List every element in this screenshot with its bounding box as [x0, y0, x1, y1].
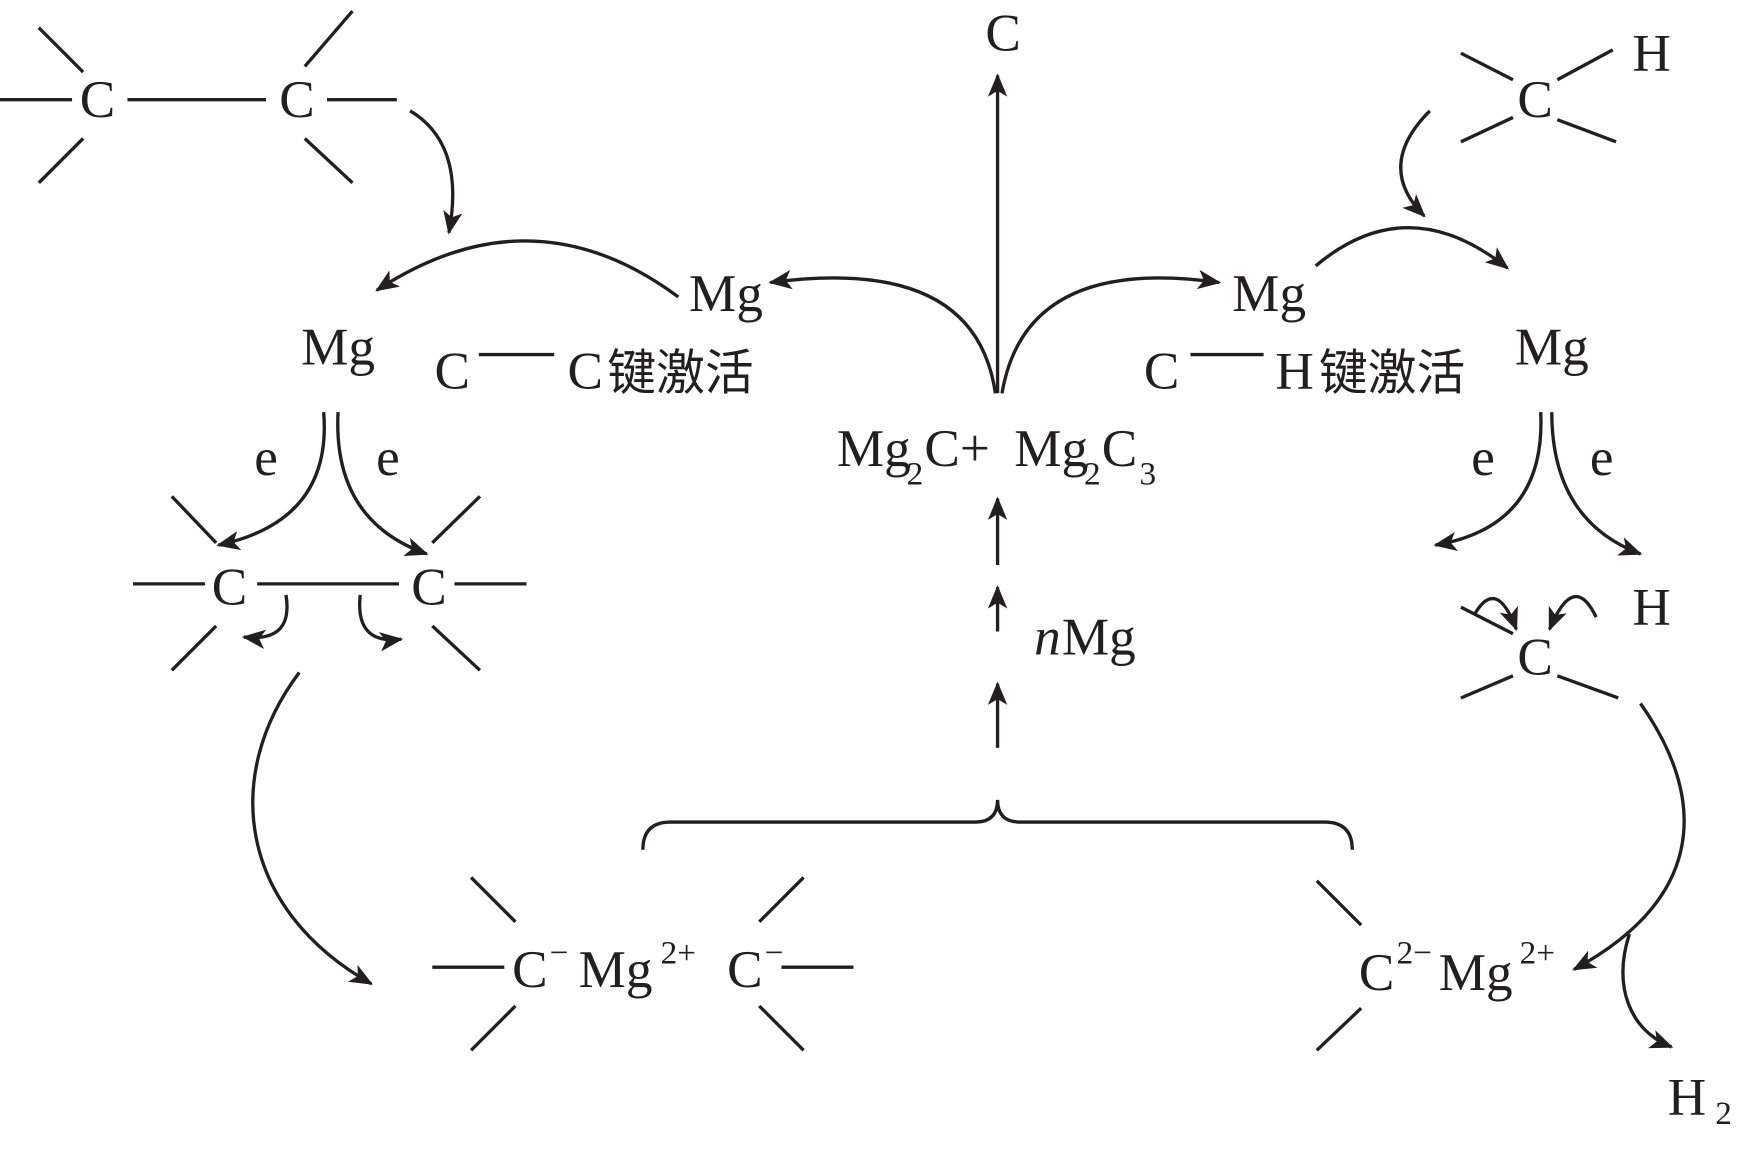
svg-text:2: 2	[907, 456, 924, 493]
brace	[641, 799, 1354, 850]
mg-left: Mg	[301, 317, 375, 376]
svg-text:−: −	[550, 934, 569, 971]
bond-cleavage-arrow	[1548, 595, 1598, 632]
activated-ch-molecule: C H	[1460, 578, 1671, 700]
electron-label: e	[1471, 428, 1495, 487]
svg-text:C+: C+	[924, 419, 989, 478]
svg-text:2: 2	[1084, 456, 1101, 493]
svg-text:H: H	[1632, 578, 1670, 637]
arrow-to-mg-cc	[768, 270, 998, 394]
arrow-ch-to-mg	[1399, 109, 1432, 218]
bond-cleavage-arrow	[1472, 596, 1518, 632]
electron-arrow-right	[336, 412, 429, 556]
arrow-to-c-mg-c	[251, 671, 374, 986]
ch-bond-activation-label: C H 键激活	[1144, 342, 1465, 402]
svg-text:Mg: Mg	[1439, 943, 1513, 1002]
cc-bond-activation-label: C C 键激活	[434, 342, 753, 402]
svg-text:C: C	[512, 940, 547, 999]
mg-cc: Mg	[689, 264, 763, 323]
svg-text:−: −	[765, 934, 784, 971]
svg-text:2: 2	[1715, 1095, 1732, 1132]
svg-text:Mg: Mg	[837, 419, 911, 478]
svg-text:Mg: Mg	[1014, 419, 1088, 478]
svg-text:H: H	[1275, 342, 1313, 401]
svg-text:C: C	[434, 342, 469, 401]
mg-ch: Mg	[1232, 264, 1306, 323]
electron-arrow-right	[1550, 412, 1643, 556]
electron-arrow-left	[216, 412, 326, 551]
carbon-label: C	[80, 70, 115, 129]
arrow-to-c2-mg2	[1572, 702, 1686, 971]
c-mg-c-ionic-species: C − Mg 2+ C −	[432, 876, 854, 1052]
arrow-to-mg-ch	[1000, 269, 1222, 394]
activated-cc-molecule: C C	[133, 495, 527, 672]
svg-text:C: C	[1517, 627, 1552, 686]
bond-cleavage-arrow	[241, 594, 289, 650]
c2-mg2-ionic-species: C 2− Mg 2+	[1315, 879, 1555, 1052]
svg-text:Mg: Mg	[1062, 608, 1136, 667]
svg-text:C: C	[212, 558, 247, 617]
electron-arrow-left	[1433, 412, 1543, 552]
svg-text:C: C	[567, 342, 602, 401]
svg-text:键激活: 键激活	[1319, 345, 1465, 401]
ethane-molecule: C C	[0, 9, 397, 185]
svg-text:C: C	[1102, 419, 1137, 478]
bond-cleavage-arrow	[357, 594, 404, 652]
electron-label: e	[254, 428, 278, 487]
mg-right: Mg	[1515, 317, 1589, 376]
svg-text:C: C	[1359, 943, 1394, 1002]
svg-text:3: 3	[1139, 456, 1156, 493]
svg-text:2−: 2−	[1397, 934, 1432, 971]
arrow-to-h2	[1621, 933, 1674, 1049]
ch-molecule: C H	[1460, 24, 1671, 144]
carbon-label: C	[279, 70, 314, 129]
n-mg-label: n Mg	[1034, 608, 1136, 667]
mg2c-mg2c3-product: Mg 2 C+ Mg 2 C 3	[837, 419, 1156, 492]
svg-text:C: C	[1144, 342, 1179, 401]
svg-text:2+: 2+	[661, 934, 696, 971]
h2-product: H 2	[1668, 1067, 1732, 1132]
svg-text:键激活: 键激活	[607, 345, 753, 401]
svg-text:C: C	[727, 940, 762, 999]
electron-label: e	[376, 428, 400, 487]
svg-text:H: H	[1668, 1067, 1706, 1126]
svg-text:2+: 2+	[1520, 934, 1555, 971]
svg-text:n: n	[1034, 608, 1061, 667]
arrow-ethane-to-mg	[409, 109, 463, 235]
svg-text:H: H	[1632, 24, 1670, 83]
arrow-mg-to-left-mg	[375, 239, 680, 299]
svg-text:C: C	[1517, 70, 1552, 129]
electron-label: e	[1590, 428, 1614, 487]
svg-text:C: C	[411, 558, 446, 617]
carbon-product: C	[985, 4, 1020, 63]
svg-text:Mg: Mg	[579, 940, 653, 999]
arrow-mg-ch-to-right-mg	[1314, 226, 1509, 270]
